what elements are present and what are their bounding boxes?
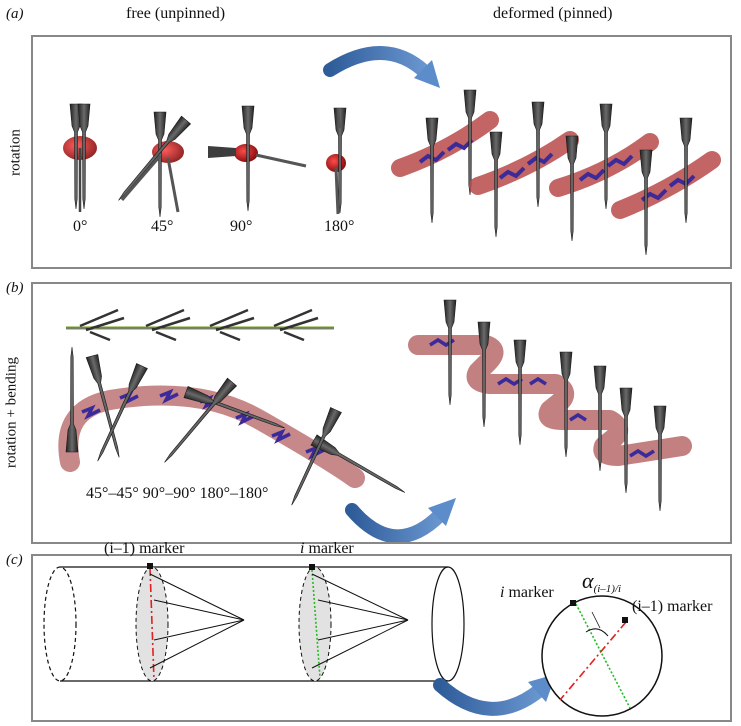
cross-section-prev [135,563,245,682]
panel-b-curved-arrow [345,498,456,544]
angle-label-45: 45° [151,218,174,235]
panel-c-cylinder [43,566,465,682]
panel-c-letter: (c) [6,552,23,568]
panel-b-free-strip [66,308,334,342]
deformed-tube-1 [391,89,499,224]
panel-b-frame [31,282,732,544]
label-prev-marker: (i–1) marker [104,540,185,557]
free-pin-45deg [113,111,191,218]
angle-label-180: 180° [324,218,355,235]
deformed-tube-4 [611,117,721,256]
angle-label-0: 0° [73,218,88,235]
circle-i-suffix: marker [504,584,554,601]
panel-b-bent-tube [58,346,409,508]
alpha-label: α(i–1)/i [582,568,621,595]
circle-label-prev-marker: (i–1) marker [632,598,713,615]
circle-i-symbol: i [500,584,505,601]
cross-section-i [298,564,409,682]
circle-label-i-marker: i marker [500,584,554,602]
panel-b-letter: (b) [6,280,24,296]
angle-label-90: 90° [230,218,253,235]
panel-b-deformed-zigzag [408,299,692,512]
alpha-subscript: (i–1)/i [593,583,622,596]
free-pin-90deg [208,105,307,212]
alpha-symbol: α [582,568,594,593]
deformed-tube-2 [469,101,579,238]
label-i-suffix: marker [304,540,354,557]
panel-a-letter: (a) [6,6,24,22]
free-unpinned-header: free (unpinned) [126,5,226,22]
panel-c-circle [541,595,663,717]
label-i-marker: i marker [300,540,354,558]
deformed-tube-3 [549,103,659,242]
panel-b-side-label: rotation + bending [3,357,20,468]
free-pin-180deg [326,107,347,215]
panel-c-frame [31,554,732,722]
panel-b-angle-labels: 45°–45° 90°–90° 180°–180° [86,485,269,502]
panel-a-curved-arrow [323,46,440,88]
deformed-pinned-header: deformed (pinned) [493,5,613,22]
free-pin-0deg [63,103,97,212]
panel-a-frame [31,35,732,269]
label-i-symbol: i [300,540,305,557]
